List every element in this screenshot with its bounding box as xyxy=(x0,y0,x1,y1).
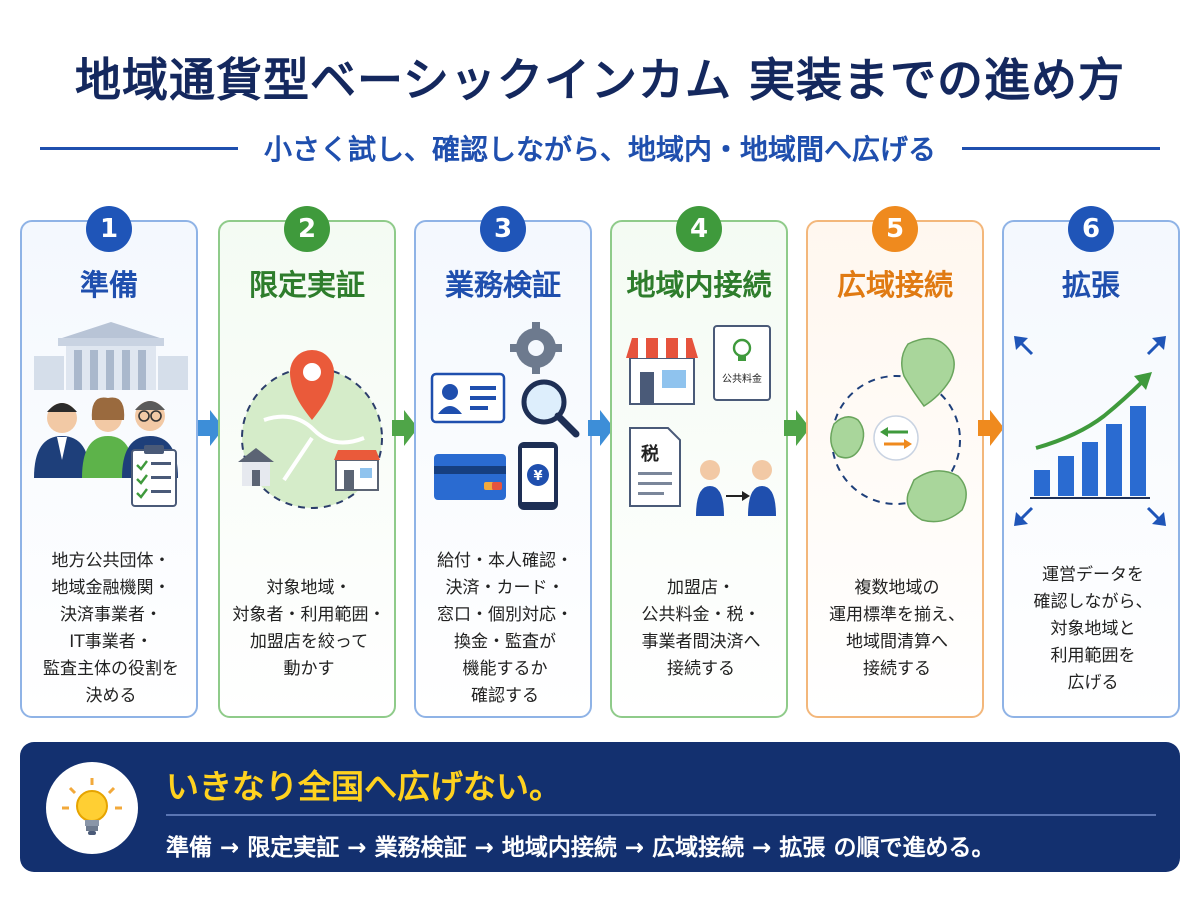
arrow-right-icon xyxy=(784,410,810,446)
step-title: 業務検証 xyxy=(444,268,561,302)
step-card-6: 6 拡張 運営データを確認しながら、対象地域と 利用範囲を広げる xyxy=(1002,206,1180,718)
tax-document-icon: 税 xyxy=(629,427,681,507)
map-pin-icon xyxy=(238,350,383,509)
step-number-badge: 3 xyxy=(480,206,526,252)
step-description: 給付・本人確認・決済・カード・窓口・個別対応・ 換金・監査が機能するか確認する xyxy=(437,551,573,706)
step-title: 限定実証 xyxy=(248,268,365,302)
arrow-right-icon xyxy=(392,410,418,446)
step-title: 拡張 xyxy=(1061,268,1120,302)
step-card-3: 3 業務検証 ¥ 給付・本人確認・決済・カード・窓口・個別対応・ 換金・監査が機… xyxy=(414,206,592,718)
local-connections-icon: 公共料金 税 xyxy=(626,325,776,516)
step-title: 地域内接続 xyxy=(626,268,772,302)
step-number-badge: 5 xyxy=(872,206,918,252)
step-description: 運営データを確認しながら、対象地域と 利用範囲を広げる xyxy=(1033,564,1153,693)
summary-banner: いきなり全国へ広げない。 準備 → 限定実証 → 業務検証 → 地域内接続 → … xyxy=(20,742,1180,872)
step-title: 広域接続 xyxy=(836,268,953,302)
growth-chart-icon xyxy=(1014,336,1166,526)
page-title: 地域通貨型ベーシックインカム 実装までの進め方 xyxy=(74,53,1126,107)
utility-document-icon: 公共料金 xyxy=(713,325,771,401)
verification-tools-icon: ¥ xyxy=(430,322,580,510)
summary-divider xyxy=(166,814,1156,816)
subtitle-line-right xyxy=(962,146,1161,150)
regional-exchange-icon xyxy=(830,337,967,523)
step-title: 準備 xyxy=(79,268,138,302)
step-number-badge: 4 xyxy=(676,206,722,252)
svg-text:¥: ¥ xyxy=(533,469,542,484)
step-description: 対象地域・対象者・利用範囲・ 加盟店を絞って動かす xyxy=(232,578,386,679)
step-card-2: 2 限定実証 対象地域・対象者・利用範囲・ 加盟店を絞って動かす xyxy=(218,206,396,718)
shop-icon xyxy=(626,338,698,405)
step-card-4: 4 地域内接続 公共料金 税 加盟店・公共料金・税・ 事業者間決済へ接続する xyxy=(610,206,788,718)
step-description: 複数地域の運用標準を揃え、 地域間清算へ接続する xyxy=(829,578,965,679)
business-transfer-icon xyxy=(696,460,776,516)
svg-text:税: 税 xyxy=(641,443,659,465)
step-number-badge: 1 xyxy=(86,206,132,252)
step-number-badge: 2 xyxy=(284,206,330,252)
step-card-5: 5 広域接続 複数地域の運用標準を揃え、 地域間清算へ接続する xyxy=(806,206,984,718)
step-number-badge: 6 xyxy=(1068,206,1114,252)
subtitle-line-left xyxy=(40,146,238,150)
step-description: 地方公共団体・地域金融機関・決済事業者・ IT事業者・監査主体の役割を決める xyxy=(43,551,179,706)
summary-flow: 準備 → 限定実証 → 業務検証 → 地域内接続 → 広域接続 → 拡張 の順で… xyxy=(166,835,995,861)
subtitle-row: 小さく試し、確認しながら、地域内・地域間へ広げる xyxy=(40,128,1161,168)
page-subtitle: 小さく試し、確認しながら、地域内・地域間へ広げる xyxy=(264,133,937,166)
arrow-right-icon xyxy=(978,410,1004,446)
lightbulb-icon xyxy=(46,762,138,854)
summary-headline: いきなり全国へ広げない。 xyxy=(166,767,562,806)
svg-text:公共料金: 公共料金 xyxy=(722,372,762,385)
arrow-right-icon xyxy=(588,410,614,446)
arrow-right-icon xyxy=(198,410,224,446)
step-description: 加盟店・公共料金・税・ 事業者間決済へ接続する xyxy=(641,578,761,679)
government-meeting-icon xyxy=(34,322,188,507)
step-card-1: 1 準備 地方公共団体・地域金融機関・決済事業者・ IT事業者・監査主体の役割を… xyxy=(20,206,198,718)
